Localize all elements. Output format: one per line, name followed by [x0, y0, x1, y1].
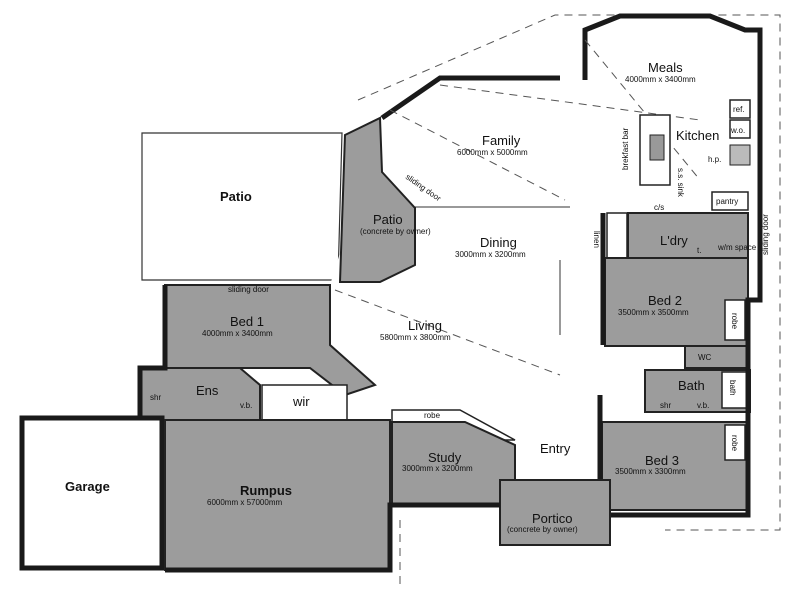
- wall: [380, 75, 560, 121]
- bed3-label: Bed 3: [645, 453, 679, 468]
- bed3-dims: 3500mm x 3300mm: [615, 467, 686, 476]
- tub-label: t.: [697, 246, 701, 255]
- study-label: Study: [428, 450, 462, 465]
- fridge-space: [729, 99, 751, 119]
- ensuite-shr-label: shr: [150, 393, 161, 402]
- rumpus-dims: 6000mm x 57000mm: [207, 498, 282, 507]
- dining-dims: 3000mm x 3200mm: [455, 250, 526, 259]
- kitchen-label: Kitchen: [676, 128, 719, 143]
- wall: [137, 285, 168, 420]
- living-area: [330, 18, 760, 382]
- sink-icon: [649, 134, 665, 161]
- bathtub-label: bath: [728, 380, 737, 396]
- outdoor-patio: [141, 132, 343, 281]
- bathtub-icon: [721, 371, 749, 409]
- pantry-label: pantry: [716, 197, 738, 206]
- dining-label: Dining: [480, 235, 517, 250]
- entry-label: Entry: [540, 441, 571, 456]
- bed2-robe-label: robe: [730, 313, 739, 330]
- study-robe-label: robe: [424, 411, 441, 420]
- family-label: Family: [482, 133, 521, 148]
- patio-label: Patio: [373, 212, 403, 227]
- meals-dims: 4000mm x 3400mm: [625, 75, 696, 84]
- bed3-room: [601, 421, 749, 511]
- bed3-robe: [724, 424, 746, 461]
- garage-room: [19, 415, 165, 571]
- living-dims: 5800mm x 3800mm: [380, 333, 451, 342]
- zone-line: [334, 289, 561, 376]
- wall-oven-label: w.o.: [730, 126, 745, 135]
- side-sliding-door-label: sliding door: [761, 214, 770, 255]
- study-room: [391, 421, 516, 506]
- bed2-robe: [724, 299, 746, 341]
- pantry: [711, 191, 749, 211]
- patio-covered: [338, 116, 416, 283]
- ensuite-vb-label: v.b.: [240, 401, 252, 410]
- living-label: Living: [408, 318, 442, 333]
- hotplate-icon: [729, 144, 751, 166]
- linen-cupboard: [606, 212, 628, 259]
- bed1-label: Bed 1: [230, 314, 264, 329]
- bed2-dims: 3500mm x 3500mm: [618, 308, 689, 317]
- family-dims: 6000mm x 5000mm: [457, 148, 528, 157]
- bath-shr-label: shr: [660, 401, 671, 410]
- sink-label: s.s. sink: [676, 168, 685, 198]
- bath-label: Bath: [678, 378, 705, 393]
- zone-line: [584, 39, 701, 181]
- wm-label: w/m space: [717, 243, 757, 252]
- bed3-robe-label: robe: [730, 435, 739, 452]
- outdoor-patio-label: Patio: [220, 189, 252, 204]
- laundry-label: L'dry: [660, 233, 688, 248]
- bed1-dims: 4000mm x 3400mm: [202, 329, 273, 338]
- linen-label: linen: [592, 231, 601, 248]
- wir-label: wir: [292, 394, 310, 409]
- wall: [165, 502, 500, 573]
- wc-label: WC: [698, 353, 712, 362]
- rumpus-room: [164, 419, 391, 571]
- study-dims: 3000mm x 3200mm: [402, 464, 473, 473]
- portico: [499, 479, 611, 546]
- cs-label: c/s: [654, 203, 664, 212]
- zone-line: [439, 84, 701, 121]
- patio-note: (concrete by owner): [360, 227, 431, 236]
- wc-room: [684, 345, 748, 369]
- meals-label: Meals: [648, 60, 683, 75]
- ensuite-label: Ens: [196, 383, 219, 398]
- portico-label: Portico: [532, 511, 572, 526]
- wall: [600, 200, 763, 518]
- bath-vb-label: v.b.: [697, 401, 709, 410]
- bed2-label: Bed 2: [648, 293, 682, 308]
- rumpus-label: Rumpus: [240, 483, 292, 498]
- ref-label: ref.: [733, 105, 745, 114]
- hotplate-label: h.p.: [708, 155, 721, 164]
- breakfast-bar-label: brekfast bar: [621, 127, 630, 170]
- zone-line: [389, 109, 566, 201]
- bed1-sliding-door-label: sliding door: [228, 285, 269, 294]
- wall: [582, 13, 763, 200]
- wall-oven: [729, 119, 751, 139]
- site-boundary: [357, 14, 781, 531]
- portico-note: (concrete by owner): [507, 525, 578, 534]
- garage-label: Garage: [65, 479, 110, 494]
